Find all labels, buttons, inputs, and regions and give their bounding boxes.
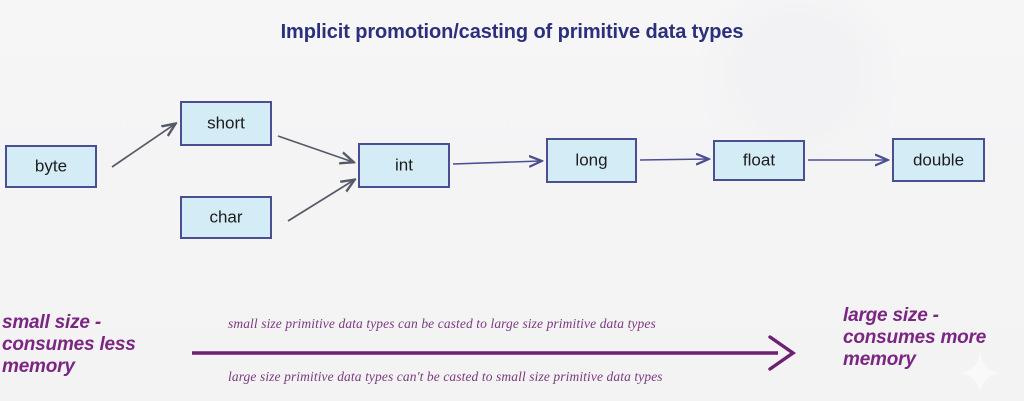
type-box-long[interactable]: long — [546, 138, 637, 183]
edge-byte-to-short — [111, 124, 175, 168]
caption-upcasting: small size primitive data types can be c… — [228, 316, 656, 331]
edge-int-to-long — [452, 161, 541, 164]
type-box-float-label: float — [742, 150, 776, 170]
type-box-int[interactable]: int — [358, 143, 450, 188]
type-box-int-label: int — [395, 155, 413, 175]
type-box-char-label: char — [209, 207, 243, 227]
type-box-long-label: long — [575, 150, 608, 170]
caption-downcasting: large size primitive data types can't be… — [228, 369, 663, 384]
edge-char-to-int — [287, 180, 354, 222]
size-scale-arrow — [192, 335, 796, 371]
small-size-label: small size - consumes less memory — [2, 312, 136, 378]
page-title: Implicit promotion/casting of primitive … — [280, 21, 744, 43]
type-box-char[interactable]: char — [180, 196, 272, 239]
sparkle-icon — [959, 352, 1001, 394]
type-box-byte[interactable]: byte — [5, 145, 97, 188]
edge-long-to-float — [639, 159, 708, 160]
large-size-label: large size - consumes more memory — [843, 305, 987, 371]
type-box-double[interactable]: double — [892, 138, 985, 182]
edge-short-to-int — [277, 135, 353, 162]
type-box-short-label: short — [207, 113, 245, 133]
type-box-double-label: double — [912, 150, 965, 169]
type-box-byte-label: byte — [34, 156, 68, 176]
type-box-short[interactable]: short — [180, 101, 272, 146]
type-box-float[interactable]: float — [713, 140, 805, 181]
